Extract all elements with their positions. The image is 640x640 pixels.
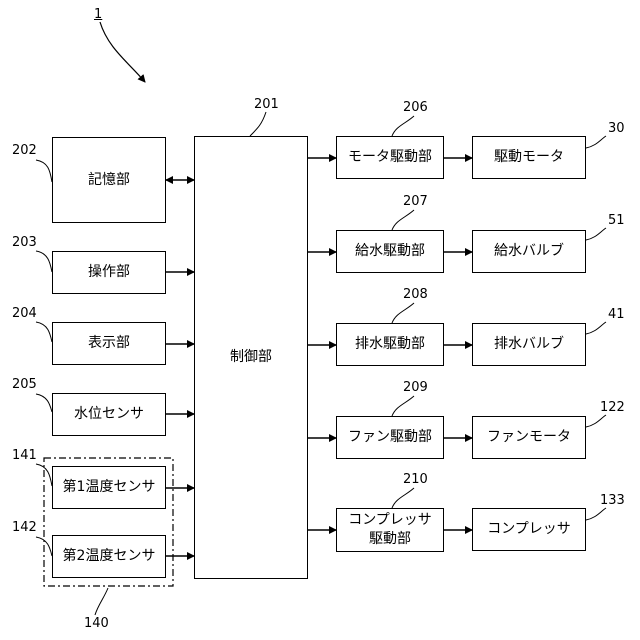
leader-208	[392, 303, 414, 323]
drain-drive-block: 排水駆動部	[336, 323, 444, 366]
storage-label: 記憶部	[88, 171, 130, 190]
leader-133	[586, 508, 606, 520]
leader-41	[586, 322, 606, 334]
operation-label: 操作部	[88, 263, 130, 282]
leader-209	[392, 396, 414, 416]
operation-ref: 203	[12, 236, 37, 250]
drain-drive-label: 排水駆動部	[355, 335, 425, 354]
leader-204	[36, 322, 52, 342]
display-ref: 204	[12, 307, 37, 321]
compressor-drive-label-line2: 駆動部	[369, 530, 411, 549]
supply-drive-ref: 207	[403, 195, 428, 209]
water-level-sensor-label: 水位センサ	[74, 405, 144, 424]
temp-sensor-1-label: 第1温度センサ	[63, 478, 156, 497]
drain-valve-label: 排水バルブ	[494, 335, 564, 354]
control-ref: 201	[254, 98, 279, 112]
supply-valve-block: 給水バルブ	[472, 230, 586, 273]
fan-drive-label: ファン駆動部	[348, 428, 432, 447]
drive-motor-block: 駆動モータ	[472, 136, 586, 179]
motor-drive-label: モータ駆動部	[348, 148, 432, 167]
temp-sensor-1-block: 第1温度センサ	[52, 466, 166, 509]
compressor-drive-block: コンプレッサ 駆動部	[336, 508, 444, 552]
compressor-drive-ref: 210	[403, 473, 428, 487]
fan-drive-block: ファン駆動部	[336, 416, 444, 459]
leader-207	[392, 210, 414, 230]
storage-block: 記憶部	[52, 137, 166, 223]
leader-122	[586, 415, 606, 427]
leader-201	[250, 112, 266, 136]
drain-drive-ref: 208	[403, 288, 428, 302]
display-label: 表示部	[88, 334, 130, 353]
temp-sensor-group-ref: 140	[84, 617, 109, 631]
compressor-block: コンプレッサ	[472, 508, 586, 551]
fan-motor-ref: 122	[600, 401, 625, 415]
fan-motor-block: ファンモータ	[472, 416, 586, 459]
drain-valve-block: 排水バルブ	[472, 323, 586, 366]
main-ref-arrow	[100, 22, 145, 82]
leader-202	[36, 160, 52, 182]
storage-ref: 202	[12, 144, 37, 158]
main-ref-label: 1	[94, 8, 102, 22]
fan-motor-label: ファンモータ	[487, 428, 571, 447]
leader-51	[586, 228, 606, 240]
motor-drive-block: モータ駆動部	[336, 136, 444, 179]
leader-210	[392, 488, 414, 508]
supply-drive-label: 給水駆動部	[355, 242, 425, 261]
supply-valve-ref: 51	[608, 214, 625, 228]
drain-valve-ref: 41	[608, 308, 625, 322]
motor-drive-ref: 206	[403, 101, 428, 115]
control-label: 制御部	[230, 348, 272, 367]
leader-203	[36, 251, 52, 272]
temp-sensor-2-ref: 142	[12, 521, 37, 535]
leader-30	[586, 136, 606, 148]
compressor-ref: 133	[600, 494, 625, 508]
leader-206	[392, 116, 414, 136]
temp-sensor-1-ref: 141	[12, 449, 37, 463]
drive-motor-ref: 30	[608, 122, 625, 136]
display-block: 表示部	[52, 322, 166, 365]
leader-205	[36, 394, 52, 412]
leader-140	[95, 588, 108, 615]
water-level-sensor-block: 水位センサ	[52, 393, 166, 436]
control-block: 制御部	[194, 136, 308, 579]
temp-sensor-2-block: 第2温度センサ	[52, 535, 166, 578]
compressor-drive-label-line1: コンプレッサ	[348, 511, 432, 530]
temp-sensor-2-label: 第2温度センサ	[63, 547, 156, 566]
operation-block: 操作部	[52, 251, 166, 294]
supply-valve-label: 給水バルブ	[494, 242, 564, 261]
supply-drive-block: 給水駆動部	[336, 230, 444, 273]
compressor-label: コンプレッサ	[487, 520, 571, 539]
water-level-sensor-ref: 205	[12, 378, 37, 392]
fan-drive-ref: 209	[403, 381, 428, 395]
drive-motor-label: 駆動モータ	[494, 148, 564, 167]
